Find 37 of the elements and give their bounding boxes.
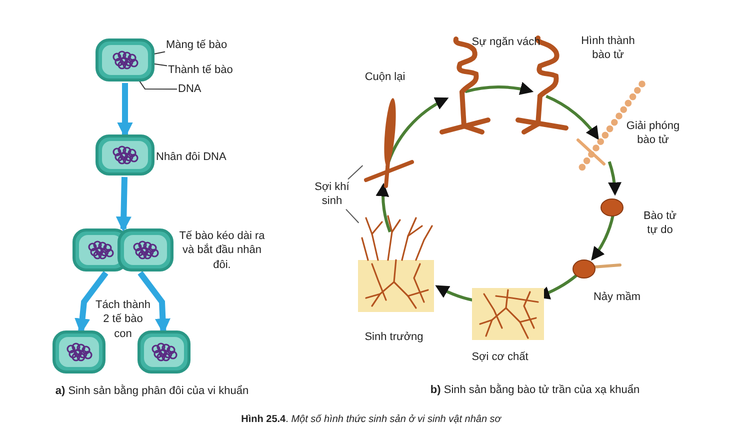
arrow (608, 161, 622, 196)
stage-label: Sinh trưởng (364, 330, 424, 344)
bacterium-cell-drawing (95, 38, 155, 82)
stage-label: Bào tử tự do (642, 209, 678, 238)
part-label: Sợi khí sinh (310, 180, 354, 209)
panel-caption: b) Sinh sản bằng bào tử trần của xạ khuẩn (429, 383, 641, 398)
part-label: Thành tế bào (168, 63, 233, 78)
arrow (546, 94, 599, 140)
leader-line (139, 80, 178, 90)
stage-label: Cuộn lại (364, 70, 406, 84)
figure-caption: Hình 25.4. Một số hình thức sinh sản ở vi sinh vật nhân sơ (240, 413, 502, 426)
stage-label: Sự ngăn vách (470, 35, 542, 50)
arrow (116, 176, 132, 232)
stage-label: Hình thành bào tử (580, 34, 636, 63)
stage-label: Giải phóng bào tử (625, 119, 681, 148)
stage-label: Sợi cơ chất (470, 350, 530, 364)
arrow (464, 82, 534, 96)
leader-line (154, 51, 166, 54)
bacterium-cell-drawing (95, 134, 155, 176)
leader-line (346, 208, 360, 224)
stage-label: Nhân đôi DNA (156, 150, 226, 164)
daughter-cell-drawing (52, 330, 106, 374)
part-label: DNA (178, 82, 202, 96)
dividing-cell-drawing (72, 228, 174, 272)
arrow (376, 182, 392, 232)
aerial-mycelium-drawing (358, 214, 434, 312)
daughter-cell-drawing (137, 330, 191, 374)
germinating-spore-drawing (572, 258, 622, 280)
stage-label: Tế bào kéo dài ra và bắt đầu nhân đôi. (178, 229, 266, 272)
leader-line (348, 165, 364, 180)
stage-label: Nảy mầm (592, 290, 642, 304)
panel-caption: a) Sinh sản bằng phân đôi của vi khuẩn (54, 384, 250, 398)
step-label: Tách thành 2 tế bào con (95, 298, 151, 341)
leader-line (154, 63, 168, 66)
arrow (591, 215, 614, 261)
part-label: Màng tế bào (166, 38, 228, 52)
spore-drawing (600, 198, 624, 217)
